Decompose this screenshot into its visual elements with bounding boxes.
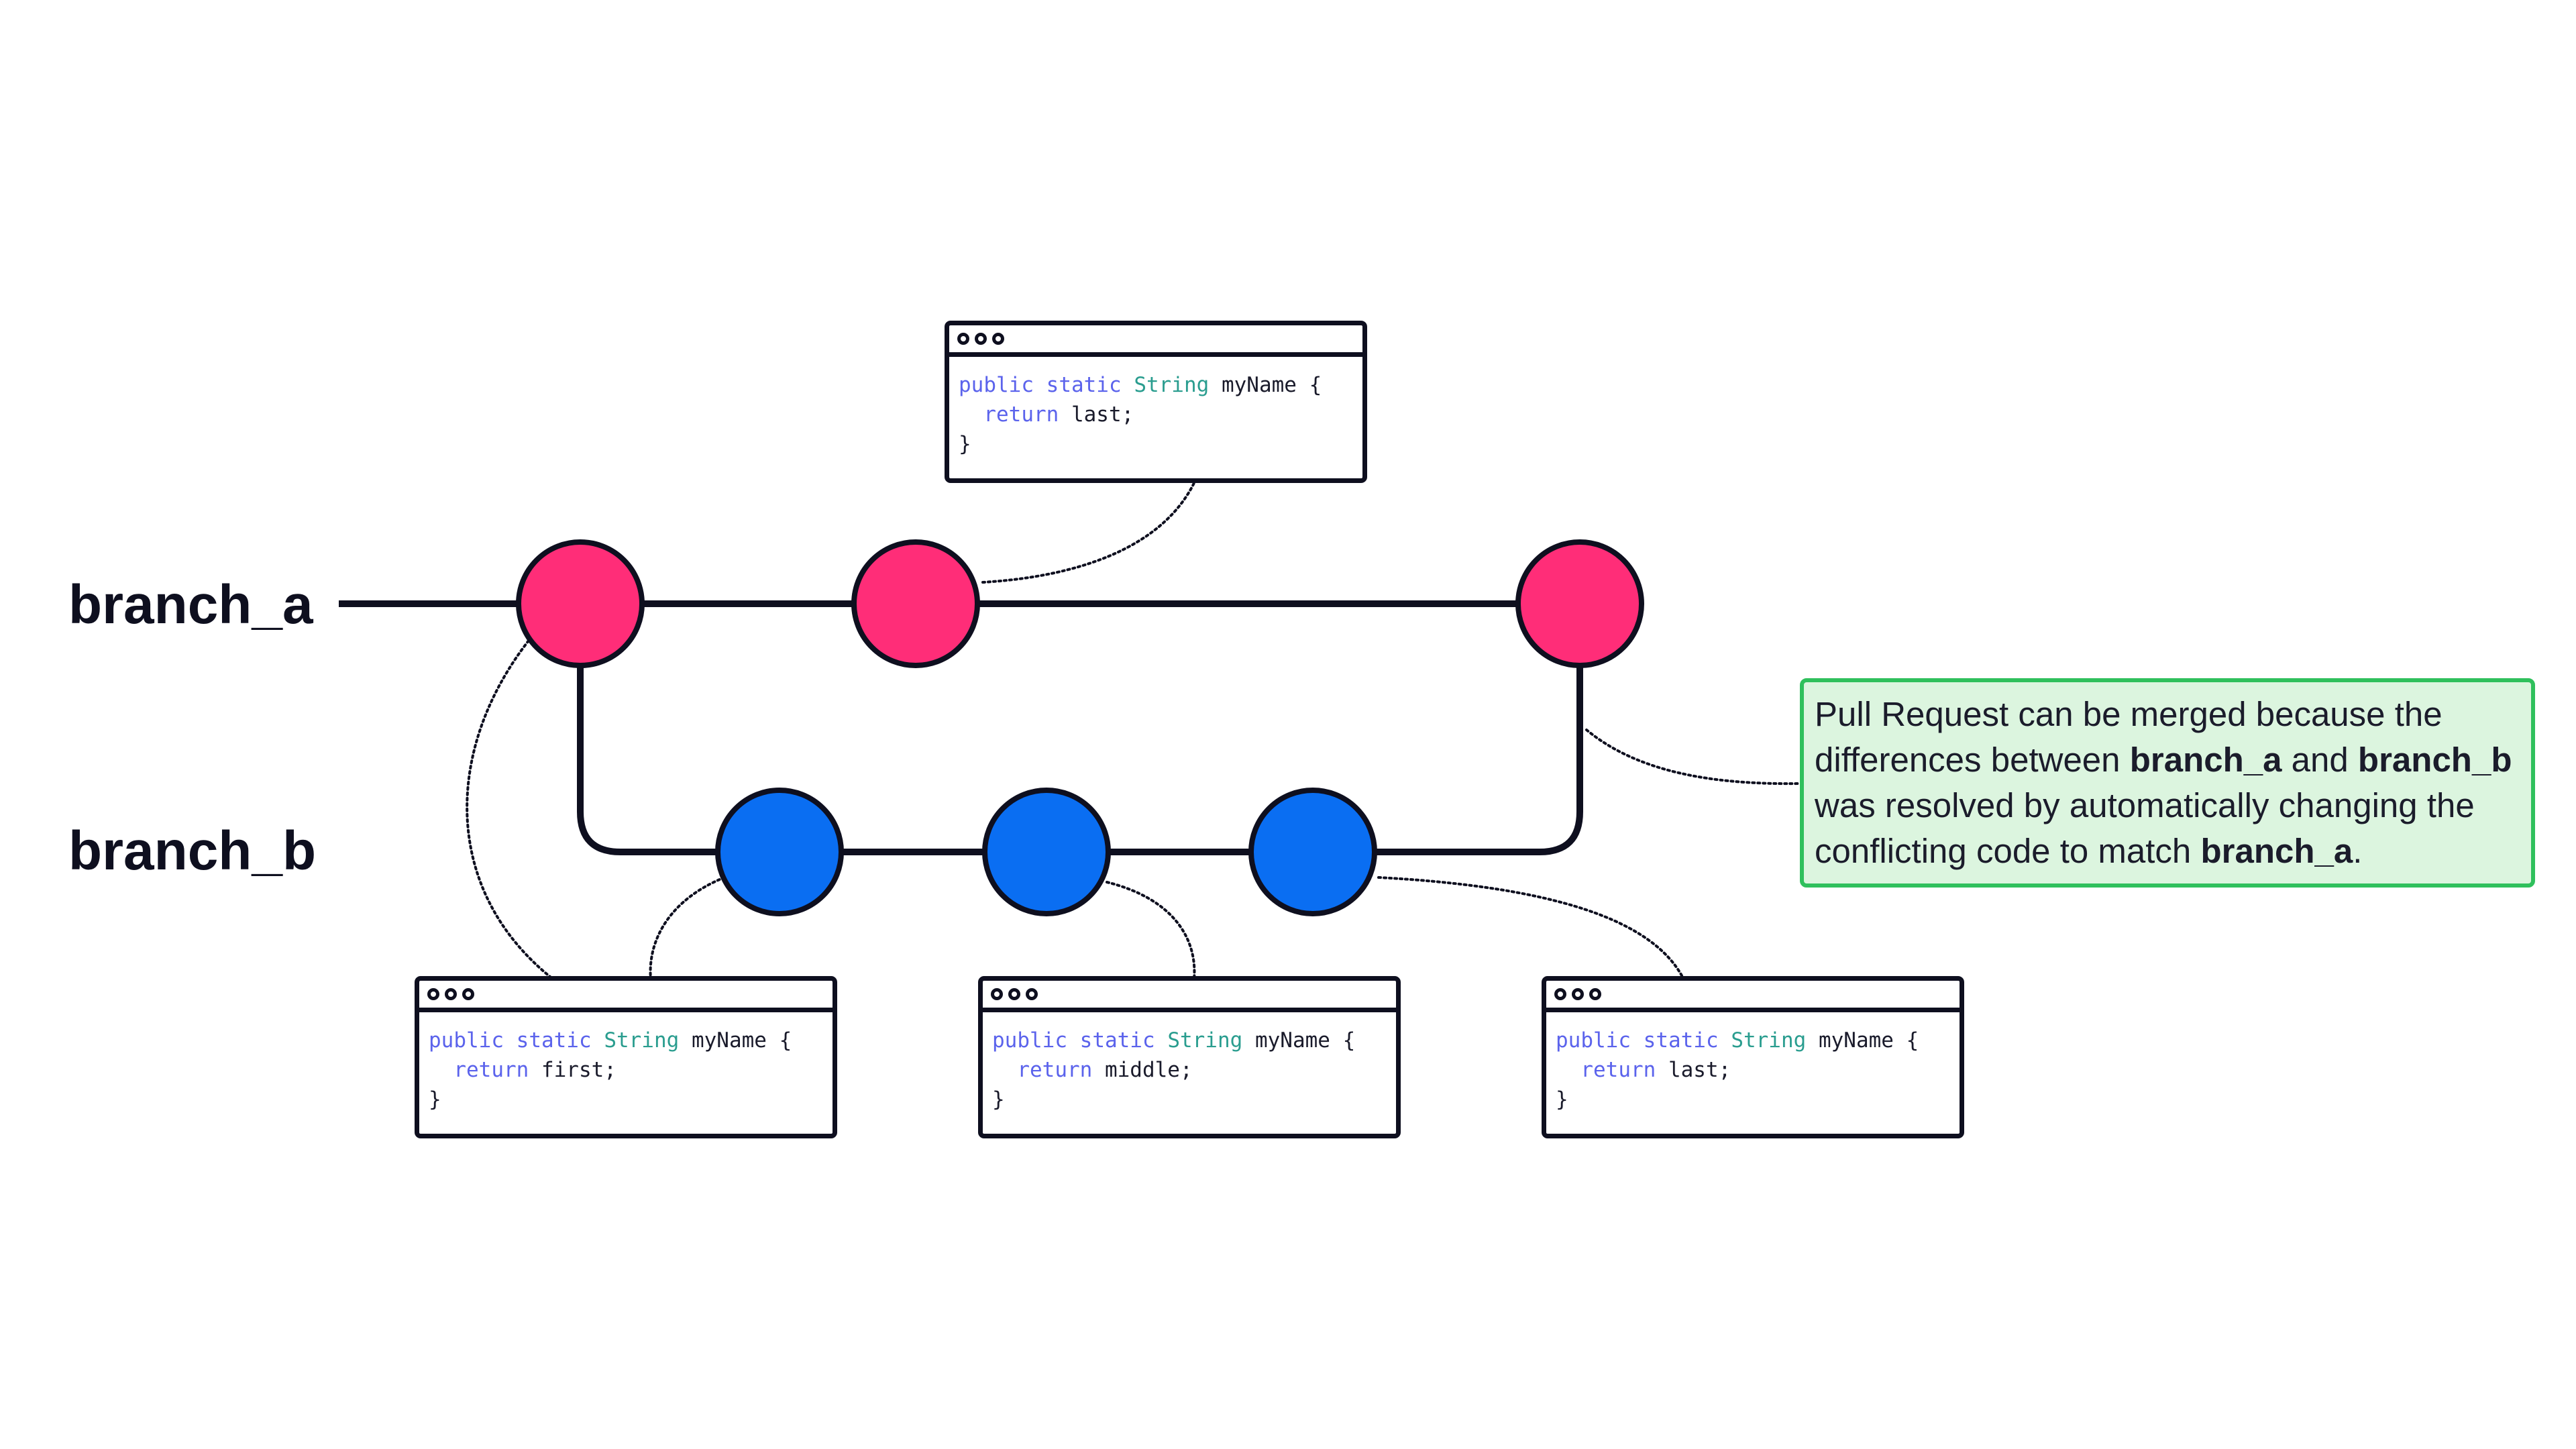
code-return-value: first; bbox=[529, 1058, 616, 1082]
connector-commit-b2-to-middle-window bbox=[1106, 881, 1196, 981]
code-window-first: public static String myName { return fir… bbox=[415, 976, 837, 1138]
window-dot-icon bbox=[957, 333, 969, 345]
code-keyword: return bbox=[453, 1058, 529, 1082]
code-close-brace: } bbox=[429, 1087, 441, 1112]
window-titlebar bbox=[983, 981, 1396, 1012]
code-type: String bbox=[1134, 373, 1210, 397]
code-keyword: public bbox=[1556, 1028, 1631, 1053]
code-method-signature: myName { bbox=[679, 1028, 792, 1053]
code-close-brace: } bbox=[992, 1087, 1005, 1112]
commit-b-3[interactable] bbox=[1248, 788, 1377, 916]
code-close-brace: } bbox=[1556, 1087, 1568, 1112]
code-return-value: last; bbox=[1656, 1058, 1731, 1082]
code-type: String bbox=[604, 1028, 680, 1053]
code-keyword: return bbox=[1580, 1058, 1656, 1082]
code-snippet: public static String myName { return mid… bbox=[983, 1012, 1396, 1114]
window-dot-icon bbox=[992, 333, 1004, 345]
note-line: conflicting code to match branch_a. bbox=[1815, 828, 2531, 874]
code-snippet: public static String myName { return fir… bbox=[419, 1012, 833, 1114]
code-type: String bbox=[1731, 1028, 1807, 1053]
code-return-value: middle; bbox=[1092, 1058, 1193, 1082]
code-keyword: static bbox=[1643, 1028, 1719, 1053]
commit-a-2[interactable] bbox=[851, 539, 980, 668]
code-snippet: public static String myName { return las… bbox=[1546, 1012, 1960, 1114]
note-branch-a-ref: branch_a bbox=[2129, 741, 2282, 779]
note-branch-b-ref: branch_b bbox=[2357, 741, 2512, 779]
connector-commit-a1-to-first-window bbox=[466, 639, 555, 981]
connector-commit-b1-to-first-window bbox=[649, 876, 726, 981]
window-dot-icon bbox=[1589, 988, 1601, 1000]
code-keyword: static bbox=[516, 1028, 592, 1053]
window-titlebar bbox=[949, 325, 1362, 357]
window-titlebar bbox=[1546, 981, 1960, 1012]
note-text: conflicting code to match bbox=[1815, 832, 2201, 870]
commit-a-merge[interactable] bbox=[1515, 539, 1644, 668]
window-dot-icon bbox=[1008, 988, 1020, 1000]
note-text: differences between bbox=[1815, 741, 2130, 779]
code-snippet: public static String myName { return las… bbox=[949, 357, 1362, 459]
note-text: was resolved by automatically changing t… bbox=[1815, 786, 2475, 824]
window-dot-icon bbox=[1026, 988, 1038, 1000]
note-text: Pull Request can be merged because the bbox=[1815, 695, 2443, 733]
window-dot-icon bbox=[991, 988, 1003, 1000]
window-dot-icon bbox=[445, 988, 457, 1000]
commit-a-1[interactable] bbox=[516, 539, 645, 668]
code-method-signature: myName { bbox=[1806, 1028, 1919, 1053]
code-keyword: return bbox=[983, 402, 1059, 427]
commit-b-1[interactable] bbox=[715, 788, 844, 916]
window-titlebar bbox=[419, 981, 833, 1012]
code-keyword: public bbox=[959, 373, 1034, 397]
note-branch-a-ref: branch_a bbox=[2200, 832, 2353, 870]
note-line: Pull Request can be merged because the bbox=[1815, 692, 2531, 737]
window-dot-icon bbox=[462, 988, 474, 1000]
code-type: String bbox=[1167, 1028, 1243, 1053]
note-line: was resolved by automatically changing t… bbox=[1815, 783, 2531, 828]
connector-commit-a2-to-top-window bbox=[981, 482, 1195, 584]
code-window-middle: public static String myName { return mid… bbox=[978, 976, 1401, 1138]
note-text: and bbox=[2282, 741, 2358, 779]
code-window-top: public static String myName { return las… bbox=[945, 321, 1367, 483]
window-dot-icon bbox=[1572, 988, 1584, 1000]
connector-merge-commit-to-note bbox=[1585, 729, 1801, 786]
branch-b-label: branch_b bbox=[68, 820, 317, 881]
code-return-value: last; bbox=[1059, 402, 1134, 427]
commit-b-2[interactable] bbox=[982, 788, 1111, 916]
merge-note: Pull Request can be merged because the d… bbox=[1800, 678, 2535, 888]
window-dot-icon bbox=[975, 333, 987, 345]
code-keyword: return bbox=[1017, 1058, 1093, 1082]
branch-a-label: branch_a bbox=[68, 574, 313, 635]
code-keyword: public bbox=[429, 1028, 504, 1053]
code-keyword: static bbox=[1046, 373, 1122, 397]
code-method-signature: myName { bbox=[1209, 373, 1322, 397]
code-window-last: public static String myName { return las… bbox=[1542, 976, 1964, 1138]
note-text: . bbox=[2353, 832, 2363, 870]
window-dot-icon bbox=[427, 988, 439, 1000]
window-dot-icon bbox=[1554, 988, 1566, 1000]
code-keyword: static bbox=[1079, 1028, 1155, 1053]
code-close-brace: } bbox=[959, 432, 971, 456]
code-method-signature: myName { bbox=[1242, 1028, 1356, 1053]
code-keyword: public bbox=[992, 1028, 1067, 1053]
connector-commit-b3-to-last-window bbox=[1377, 876, 1685, 981]
note-line: differences between branch_a and branch_… bbox=[1815, 737, 2531, 783]
